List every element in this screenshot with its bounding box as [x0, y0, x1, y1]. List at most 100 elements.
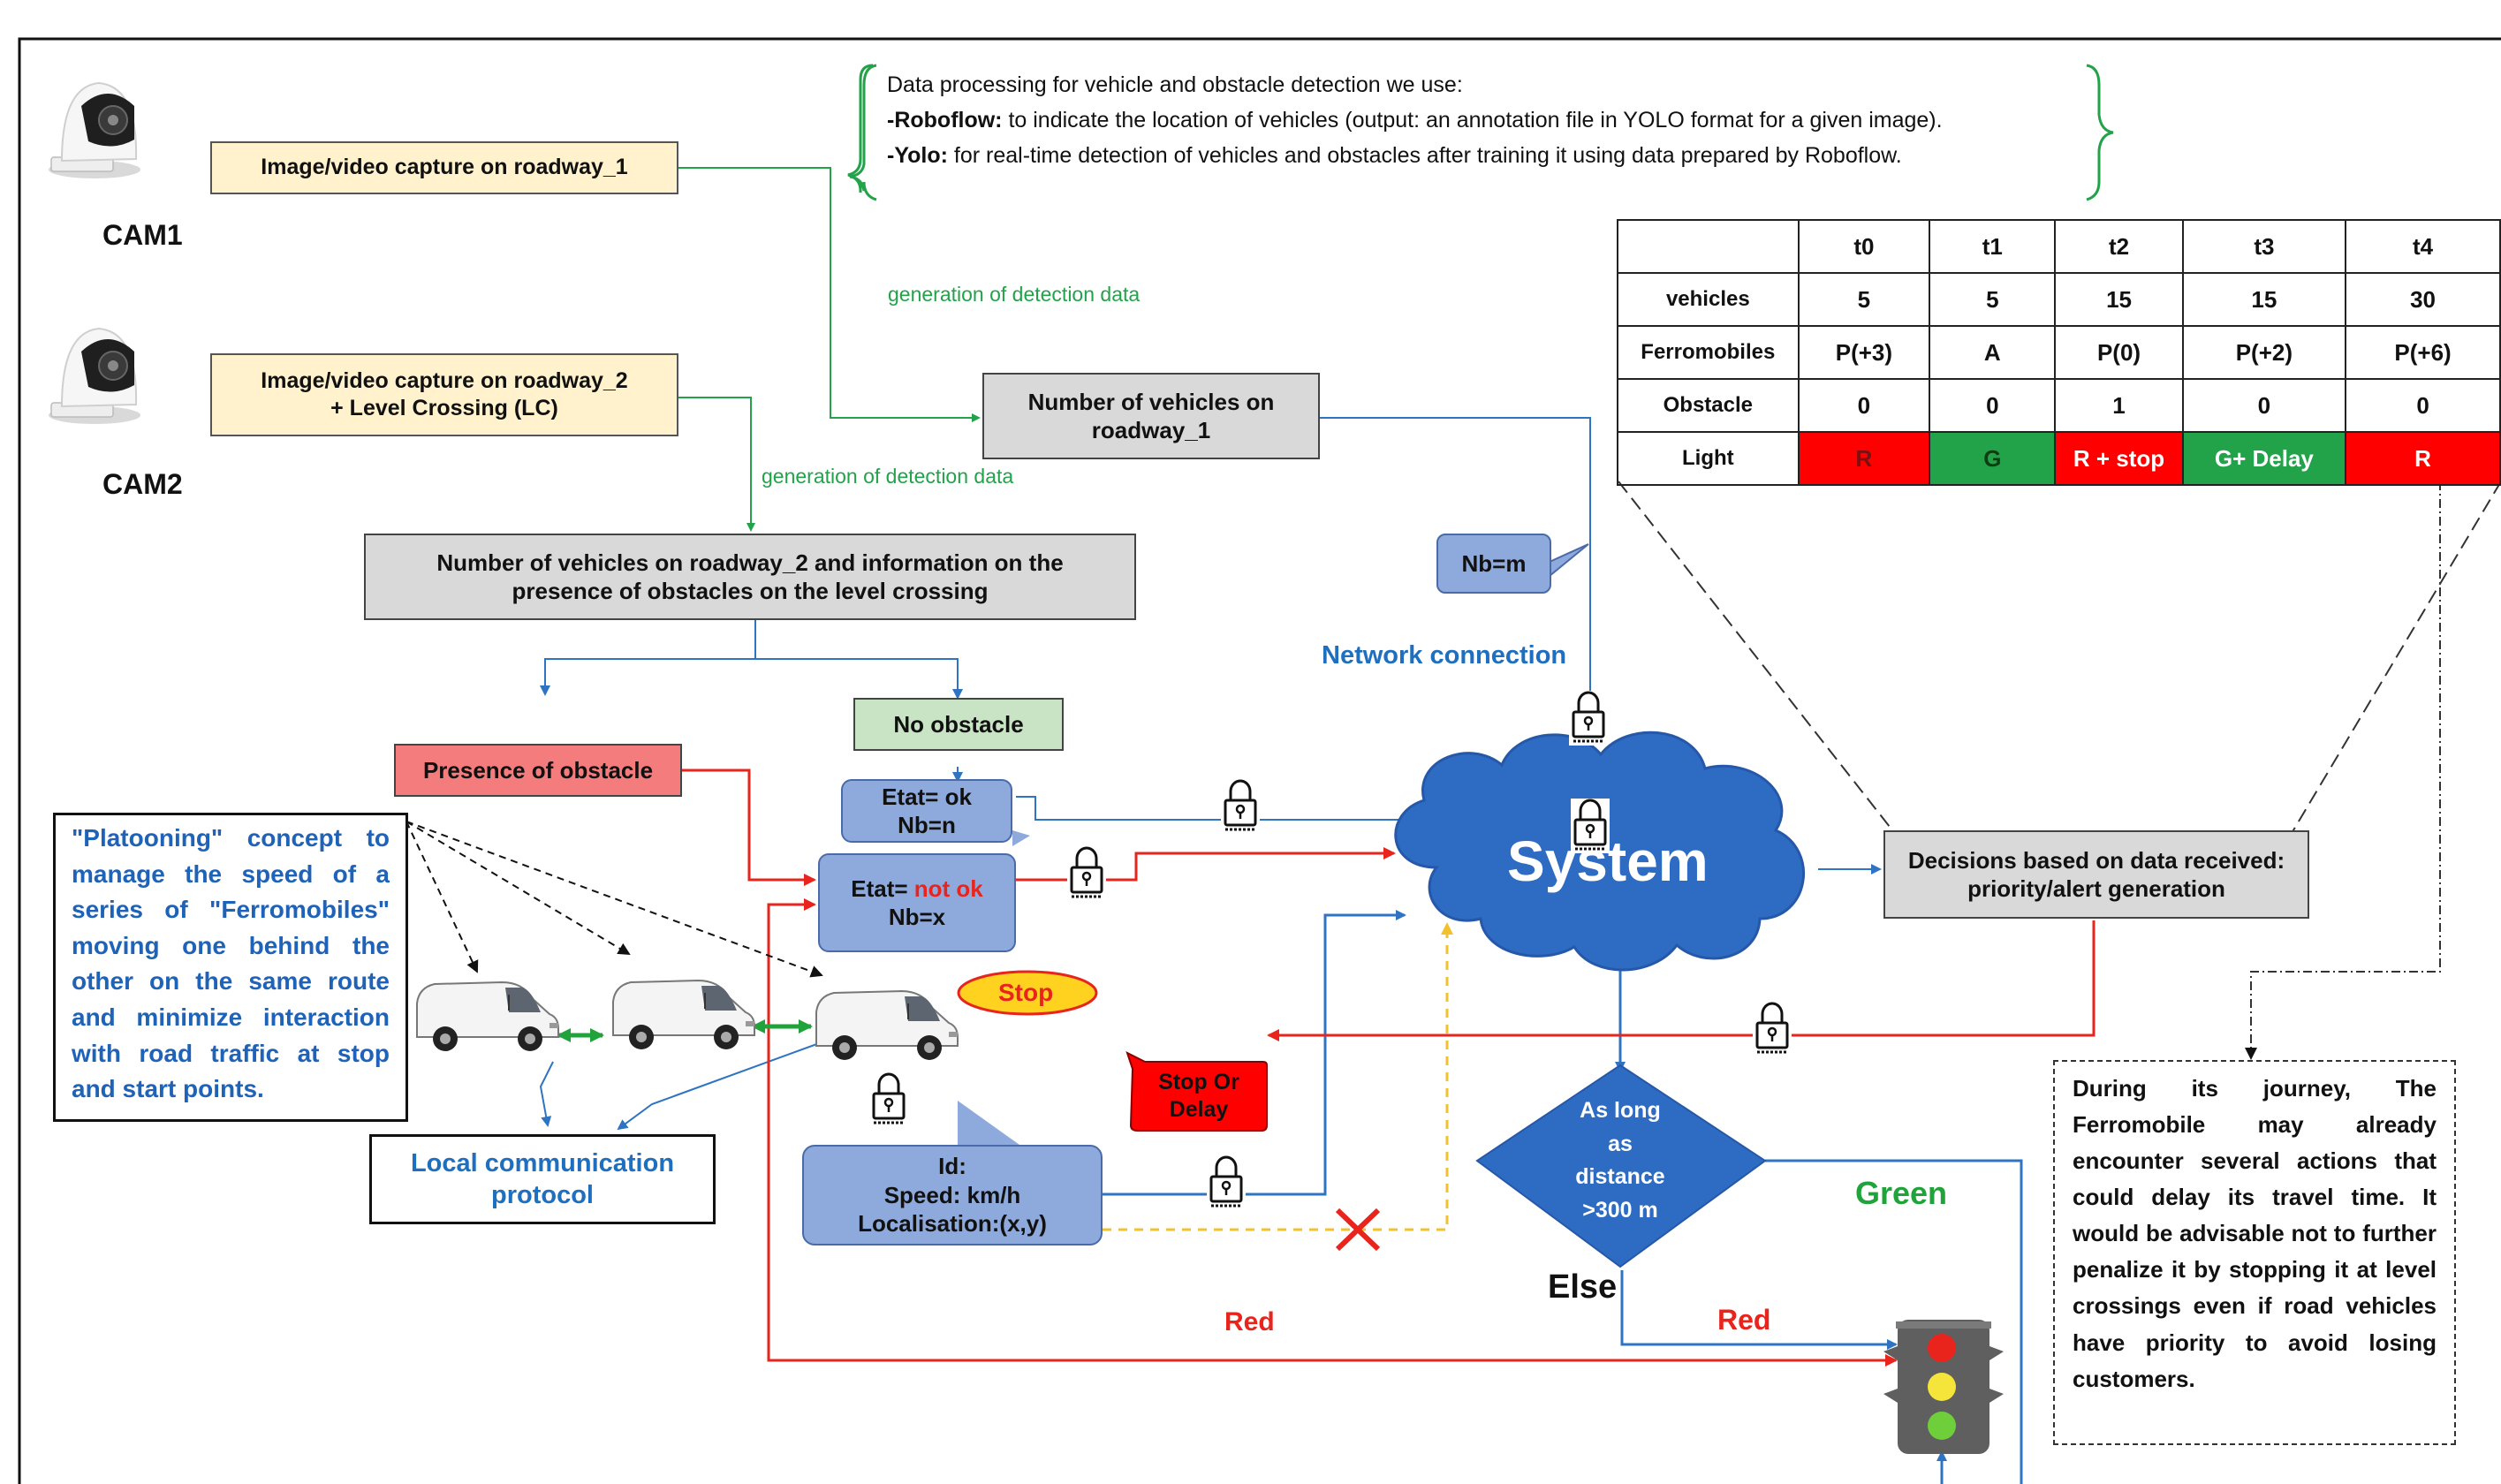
- info-roboflow-label: -Roboflow:: [887, 108, 1003, 132]
- table-cell: 30: [2345, 272, 2501, 327]
- decision-line1: As long: [1580, 1098, 1661, 1123]
- generation-label-1: generation of detection data: [888, 283, 1141, 306]
- stop-or-delay-line2: Delay: [1169, 1097, 1229, 1122]
- table-cell: 5: [1797, 272, 1931, 327]
- capture-roadway2-line2: + Level Crossing (LC): [330, 396, 558, 420]
- info-line-1: Data processing for vehicle and obstacle…: [887, 72, 1463, 97]
- etat-not-ok-bubble: Etat= not ok Nb=x: [818, 853, 1016, 952]
- table-header-cell: t1: [1929, 219, 2057, 274]
- presence-obstacle-box: Presence of obstacle: [394, 744, 682, 797]
- platooning-concept-box: "Platooning" concept to manage the speed…: [53, 813, 408, 1122]
- generation-label-2: generation of detection data: [762, 465, 1014, 488]
- stop-label: Stop: [998, 979, 1054, 1006]
- table-cell: R + stop: [2054, 431, 2184, 486]
- cam2-label: CAM2: [102, 468, 183, 500]
- etat-not-ok-status: not ok: [913, 874, 983, 902]
- count-roadway2-line1: Number of vehicles on roadway_2 and info…: [436, 549, 1064, 576]
- table-cell: R: [2345, 431, 2501, 486]
- nb-m-text: Nb=m: [1461, 549, 1527, 577]
- decisions-box: Decisions based on data received: priori…: [1883, 830, 2309, 919]
- info-line-3: -Yolo: for real-time detection of vehicl…: [887, 138, 1943, 173]
- stop-or-delay-callout: Stop Or Delay: [1133, 1062, 1265, 1131]
- capture-roadway1-box: Image/video capture on roadway_1: [210, 141, 678, 194]
- count-roadway1-line2: roadway_1: [1091, 417, 1211, 443]
- decision-line4: >300 m: [1582, 1197, 1658, 1223]
- info-roboflow-text: to indicate the location of vehicles (ou…: [1002, 108, 1943, 132]
- lock-icon: [868, 1071, 910, 1129]
- etat-ok-line2: Nb=n: [898, 812, 956, 838]
- table-header-cell: t3: [2181, 219, 2347, 274]
- table-row-label: Ferromobiles: [1617, 325, 1800, 380]
- van-icon: [815, 990, 959, 1061]
- table-cell: 5: [1929, 272, 2057, 327]
- no-obstacle-box: No obstacle: [853, 698, 1064, 751]
- table-header-cell: t0: [1797, 219, 1931, 274]
- camera-icon: [48, 328, 141, 425]
- decisions-line1: Decisions based on data received:: [1907, 846, 2285, 874]
- lock-icon: [1065, 844, 1108, 903]
- etat-ok-line1: Etat= ok: [882, 783, 972, 810]
- table-cell: 1: [2054, 378, 2184, 433]
- table-cell: P(0): [2054, 325, 2184, 380]
- camera-icon: [48, 82, 141, 179]
- table-header-cell: t4: [2345, 219, 2501, 274]
- table-cell: 0: [1929, 378, 2057, 433]
- van-icon: [416, 981, 559, 1052]
- table-row-label: Light: [1617, 431, 1800, 486]
- table-row-label: Obstacle: [1617, 378, 1800, 433]
- table-header-cell: [1617, 219, 1800, 274]
- info-yolo-text: for real-time detection of vehicles and …: [947, 143, 1902, 168]
- table-cell: G: [1929, 431, 2057, 486]
- branch-red-label-left: Red: [1224, 1307, 1275, 1336]
- table-cell: P(+3): [1797, 325, 1931, 380]
- decision-diamond-text: As long as distance >300 m: [1532, 1092, 1709, 1230]
- local-protocol-line2: protocol: [491, 1181, 594, 1209]
- cam1-label: CAM1: [102, 219, 183, 251]
- stop-or-delay-line1: Stop Or: [1158, 1069, 1239, 1094]
- capture-roadway2-line1: Image/video capture on roadway_2: [261, 367, 628, 393]
- decisions-line2: priority/alert generation: [1967, 875, 2225, 902]
- system-label: System: [1507, 829, 1709, 893]
- no-obstacle-text: No obstacle: [893, 710, 1024, 738]
- count-roadway2-line2: presence of obstacles on the level cross…: [512, 578, 989, 604]
- table-cell: 15: [2054, 272, 2184, 327]
- vehicle-info-speed: Speed: km/h: [883, 1181, 1021, 1208]
- decision-line3: distance: [1575, 1164, 1665, 1189]
- network-connection-label: Network connection: [1322, 641, 1567, 670]
- vehicle-info-id: Id:: [938, 1153, 966, 1180]
- local-protocol-box: Local communication protocol: [369, 1134, 716, 1224]
- capture-roadway2-box: Image/video capture on roadway_2 + Level…: [210, 353, 678, 436]
- nb-m-bubble: Nb=m: [1436, 534, 1551, 594]
- table-cell: G+ Delay: [2181, 431, 2347, 486]
- vehicle-info-location: Localisation:(x,y): [858, 1210, 1047, 1238]
- info-yolo-label: -Yolo:: [887, 143, 948, 168]
- branch-green-label: Green: [1855, 1175, 1948, 1211]
- vehicle-info-bubble: Id: Speed: km/h Localisation:(x,y): [802, 1145, 1103, 1246]
- decision-line2: as: [1608, 1131, 1633, 1156]
- table-cell: 0: [2181, 378, 2347, 433]
- info-box: Data processing for vehicle and obstacle…: [887, 67, 1943, 173]
- etat-ok-bubble: Etat= ok Nb=n: [841, 779, 1012, 843]
- table-cell: A: [1929, 325, 2057, 380]
- branch-else-label: Else: [1548, 1268, 1618, 1306]
- table-cell: 0: [1797, 378, 1931, 433]
- presence-obstacle-text: Presence of obstacle: [422, 756, 654, 784]
- info-line-2: -Roboflow: to indicate the location of v…: [887, 102, 1943, 138]
- capture-roadway1-text: Image/video capture on roadway_1: [261, 155, 628, 180]
- table-header-cell: t2: [2054, 219, 2184, 274]
- journey-note: During its journey, The Ferromobile may …: [2053, 1060, 2456, 1445]
- etat-not-ok-line2: Nb=x: [888, 904, 946, 930]
- lock-icon: [1567, 689, 1610, 747]
- stop-badge: [957, 970, 1098, 1016]
- table-cell: P(+6): [2345, 325, 2501, 380]
- lock-icon: [1751, 1000, 1793, 1058]
- decision-diamond: [1475, 1064, 1767, 1268]
- table-row-label: vehicles: [1617, 272, 1800, 327]
